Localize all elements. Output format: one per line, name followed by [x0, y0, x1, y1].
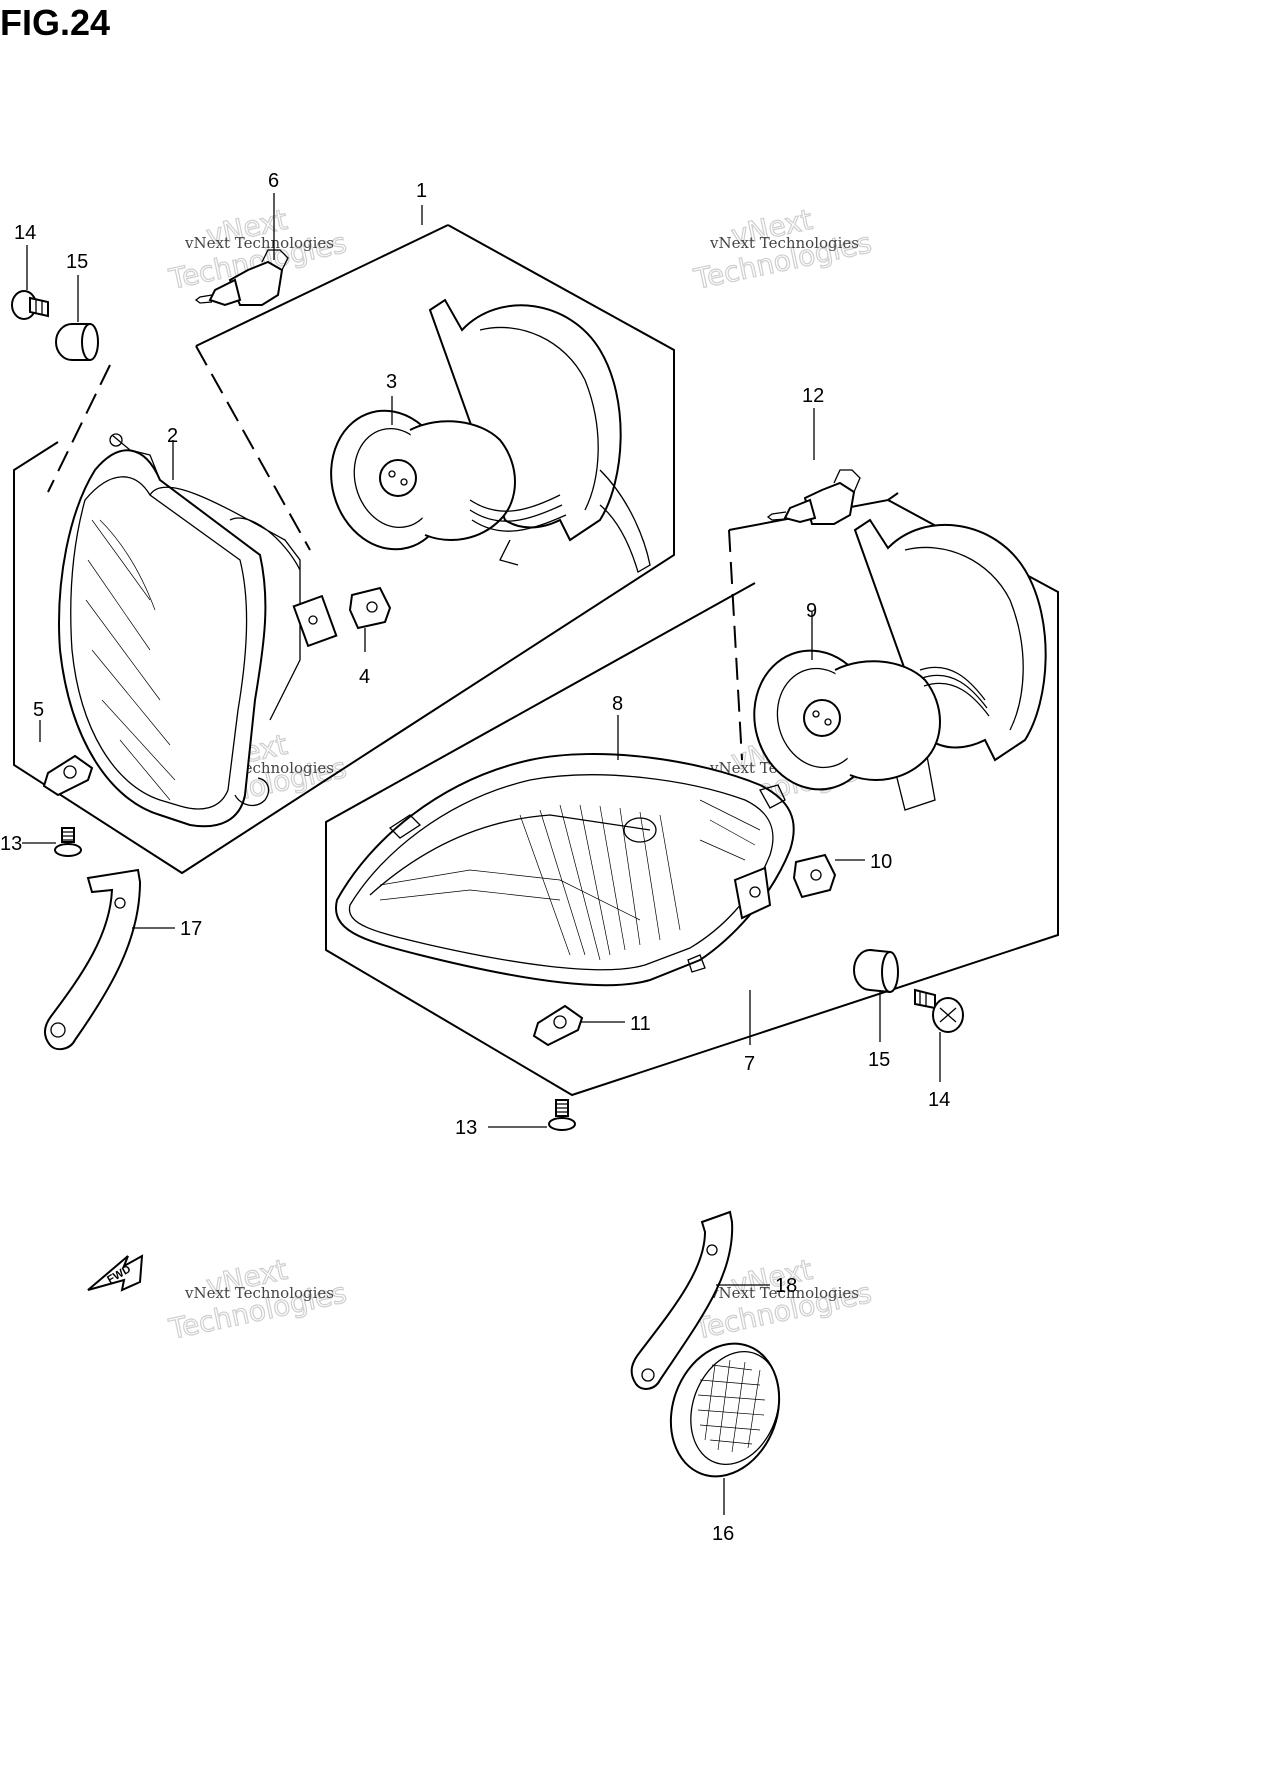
headlight-housing — [335, 753, 795, 987]
mounting-clip — [42, 754, 94, 797]
screw — [548, 1099, 576, 1131]
svg-text:vNext Technologies: vNext Technologies — [709, 234, 859, 252]
mounting-clip — [532, 1004, 584, 1047]
headlight-bracket — [44, 868, 142, 1051]
callout-13: 13 — [455, 1117, 477, 1139]
watermark: Technologies vNext vNext Technologies — [690, 202, 875, 296]
clip-nut — [792, 853, 837, 899]
screw — [54, 827, 82, 857]
leader-line-dashed — [47, 364, 111, 493]
callout-4: 4 — [359, 666, 370, 688]
callout-9: 9 — [806, 600, 817, 622]
headlight-bulb — [766, 469, 861, 525]
callout-3: 3 — [386, 371, 397, 393]
headlight-housing — [58, 433, 338, 828]
callout-14: 14 — [928, 1089, 950, 1111]
assembly-frame-right — [325, 498, 1059, 1097]
svg-text:vNext Technologies: vNext Technologies — [709, 1284, 859, 1302]
callout-1: 1 — [416, 180, 427, 202]
callout-16: 16 — [712, 1523, 734, 1545]
watermark: Technologies vNext vNext Technologies — [165, 202, 350, 296]
headlight-bulb — [194, 249, 289, 307]
svg-text:vNext Technologies: vNext Technologies — [184, 1284, 334, 1302]
bolt — [11, 290, 49, 320]
leader-line-dashed — [195, 345, 311, 551]
figure-title: FIG.24 — [0, 2, 111, 43]
clip-nut — [348, 586, 392, 630]
callout-6: 6 — [268, 170, 279, 192]
callout-leaders — [22, 193, 941, 1515]
headlight-socket-cover — [330, 298, 651, 573]
callout-8: 8 — [612, 693, 623, 715]
reflector-bracket — [630, 1210, 734, 1390]
grommet — [853, 949, 899, 994]
leader-line-dashed — [887, 492, 899, 501]
callout-17: 17 — [180, 918, 202, 940]
bolt — [914, 988, 964, 1033]
callout-14: 14 — [14, 222, 36, 244]
svg-text:vNext Technologies: vNext Technologies — [184, 234, 334, 252]
callout-11: 11 — [630, 1013, 651, 1035]
callout-7: 7 — [744, 1053, 755, 1075]
callout-2: 2 — [167, 425, 178, 447]
reflector — [669, 1342, 781, 1478]
callout-5: 5 — [33, 699, 44, 721]
fwd-arrow: FWD — [87, 1254, 144, 1292]
callout-10: 10 — [870, 851, 892, 873]
headlight-socket-cover — [753, 518, 1047, 811]
callout-15: 15 — [66, 251, 88, 273]
watermark: Technologies vNext vNext Technologies — [165, 1252, 350, 1346]
callout-12: 12 — [802, 385, 824, 407]
callout-15: 15 — [868, 1049, 890, 1071]
assembly-frame-left — [13, 224, 675, 875]
callout-13: 13 — [0, 833, 22, 855]
grommet — [55, 323, 99, 361]
leader-line-dashed — [728, 529, 743, 761]
callout-18: 18 — [775, 1275, 797, 1297]
callouts: 1 2 3 4 5 6 14 15 13 17 8 9 12 10 11 7 1… — [0, 170, 950, 1545]
assembly-frame-left-top — [195, 224, 449, 347]
